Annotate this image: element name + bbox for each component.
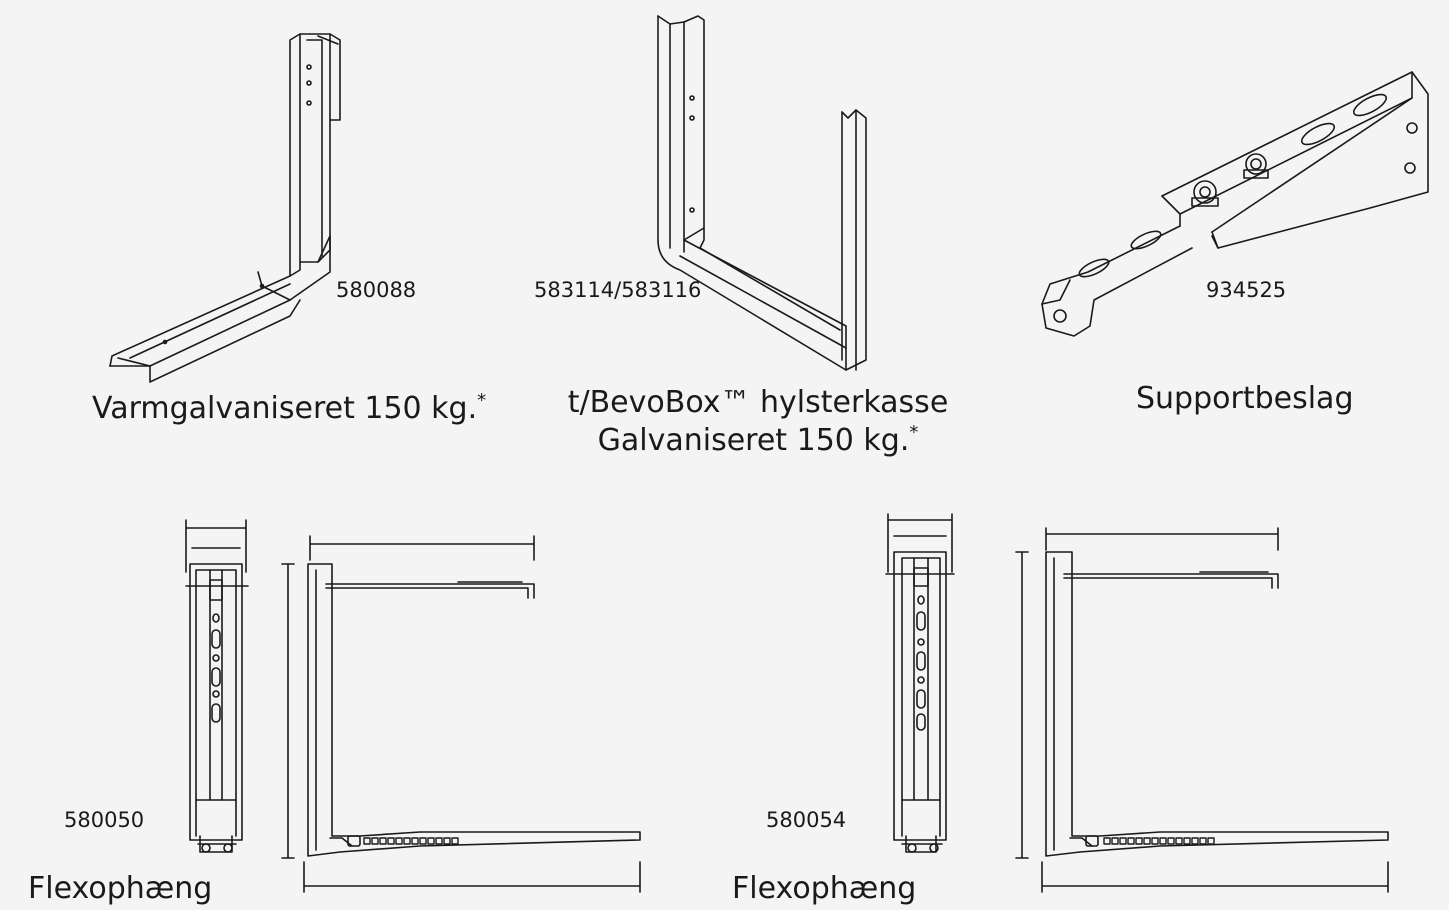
- product-code: 580054: [766, 808, 847, 832]
- product-caption: Flexophæng: [28, 871, 213, 906]
- flexophaeng-580054-drawing: [885, 513, 1389, 893]
- product-code: 583114/583116: [534, 278, 702, 302]
- flexophaeng-580050-drawing: [185, 519, 641, 893]
- footnote-marker: *: [477, 390, 487, 411]
- caption-line: Galvaniseret 150 kg.*: [597, 422, 919, 458]
- frame-583114-drawing: [657, 15, 867, 371]
- product-caption: Varmgalvaniseret 150 kg.*: [92, 390, 487, 426]
- product-caption: Flexophæng: [732, 871, 917, 906]
- product-code: 934525: [1206, 278, 1287, 302]
- caption-line: t/BevoBox™ hylsterkasse: [567, 385, 949, 420]
- bracket-934525-drawing: [1041, 71, 1429, 337]
- product-code: 580088: [336, 278, 417, 302]
- product-caption: Supportbeslag: [1136, 381, 1354, 416]
- product-caption: t/BevoBox™ hylsterkasse Galvaniseret 150…: [560, 388, 956, 456]
- bracket-580088-drawing: [109, 33, 341, 383]
- product-code: 580050: [64, 808, 145, 832]
- footnote-marker: *: [909, 422, 919, 443]
